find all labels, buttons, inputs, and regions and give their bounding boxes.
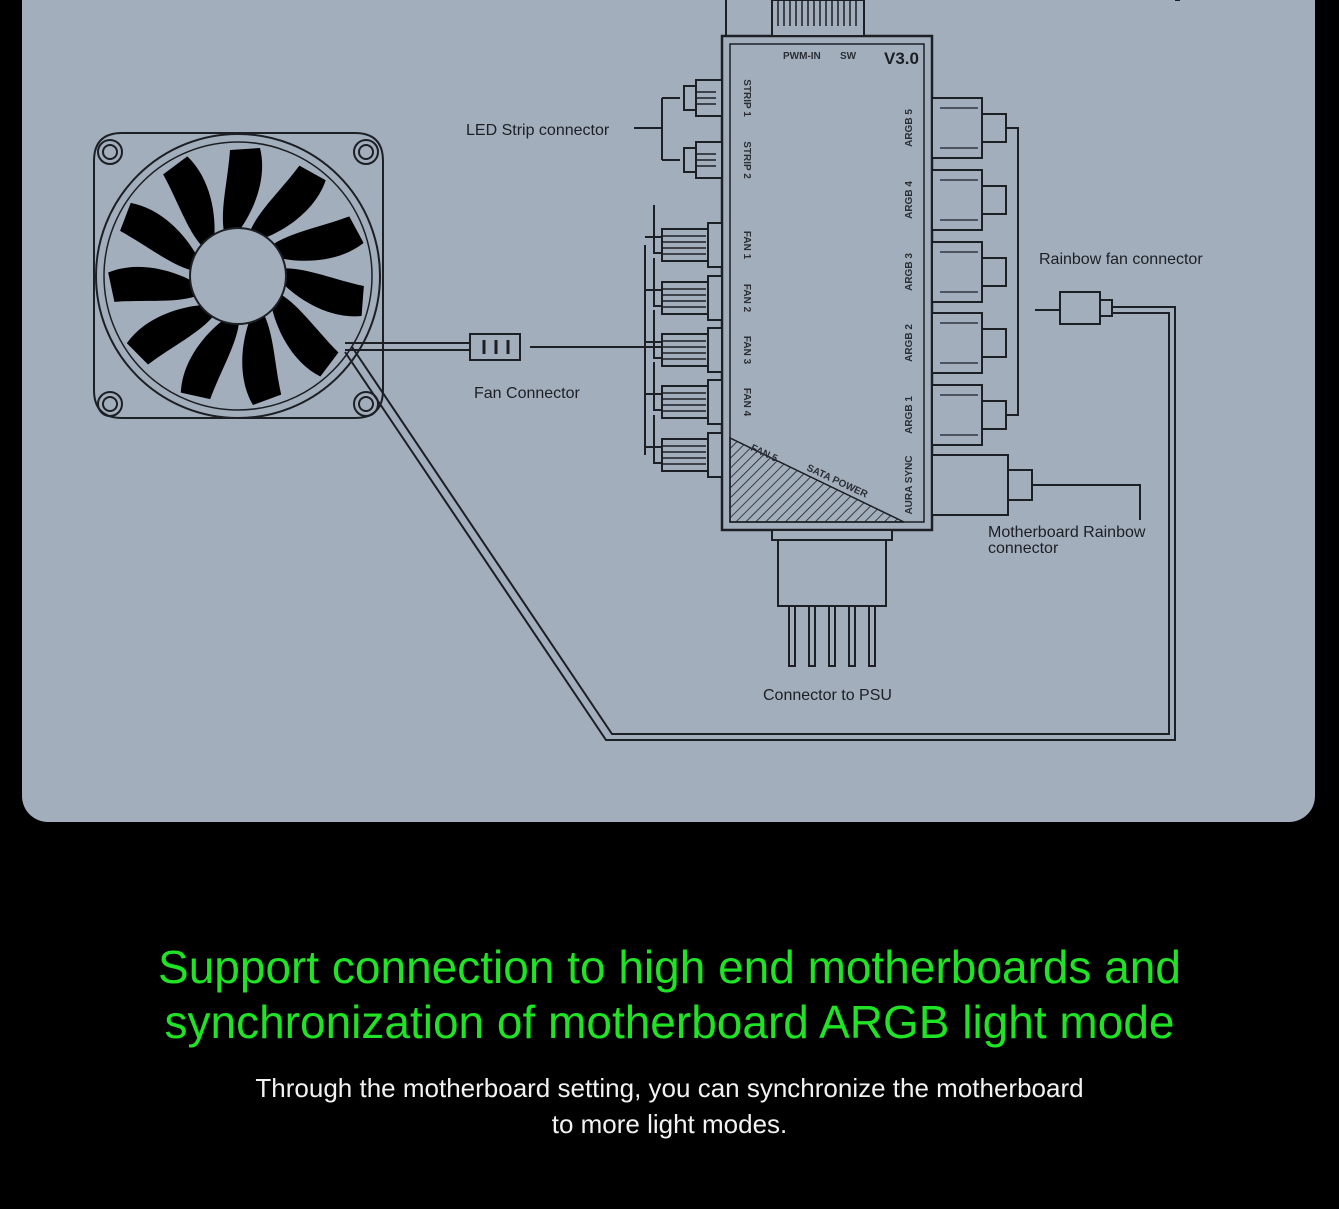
port-label-aura-sync: AURA SYNC bbox=[904, 455, 915, 514]
led-strip-label: LED Strip connector bbox=[466, 122, 610, 139]
pin-label-pwm-in: PWM-IN bbox=[783, 51, 821, 62]
psu-label: Connector to PSU bbox=[763, 687, 892, 704]
port-label-strip-1: STRIP 1 bbox=[741, 79, 752, 117]
fan-blade bbox=[242, 314, 282, 406]
port-label-fan-4: FAN 4 bbox=[741, 388, 752, 417]
fan-blade bbox=[271, 294, 339, 377]
port-label-fan-3: FAN 3 bbox=[741, 336, 752, 365]
port-label-argb-5: ARGB 5 bbox=[904, 109, 915, 147]
description: Through the motherboard setting, you can… bbox=[0, 1070, 1339, 1142]
port-label-argb-3: ARGB 3 bbox=[904, 253, 915, 291]
mb-rainbow-label-1: Motherboard Rainbow bbox=[988, 524, 1146, 541]
fan-blade bbox=[163, 156, 215, 247]
mb-rainbow-label-2: connector bbox=[988, 540, 1059, 557]
fan-blade bbox=[272, 216, 364, 261]
headline-line-2: synchronization of motherboard ARGB ligh… bbox=[164, 996, 1175, 1048]
description-line-1: Through the motherboard setting, you can… bbox=[255, 1073, 1084, 1103]
port-label-argb-4: ARGB 4 bbox=[904, 181, 915, 219]
description-line-2: to more light modes. bbox=[551, 1109, 788, 1139]
port-label-strip-2: STRIP 2 bbox=[741, 141, 752, 179]
fan-connector-label: Fan Connector bbox=[474, 385, 581, 402]
fan-blade bbox=[222, 148, 263, 232]
port-label-argb-2: ARGB 2 bbox=[904, 324, 915, 362]
port-label-argb-1: ARGB 1 bbox=[904, 396, 915, 434]
hub-version: V3.0 bbox=[884, 49, 919, 68]
fan-blade bbox=[281, 268, 364, 317]
rainbow-fan-label: Rainbow fan connector bbox=[1039, 251, 1203, 268]
fan-blade bbox=[180, 318, 240, 400]
pin-label-sw: SW bbox=[840, 51, 857, 62]
headline: Support connection to high end motherboa… bbox=[0, 940, 1339, 1050]
fan-blade bbox=[126, 304, 214, 365]
fan-blade bbox=[120, 202, 198, 271]
port-label-fan-2: FAN 2 bbox=[741, 284, 752, 313]
fan-illustration bbox=[93, 132, 384, 419]
diagram-panel: PWM-IN SW V3.0 STRIP 1 STRIP 2 FAN 1 FAN 2 F… bbox=[22, 0, 1315, 822]
headline-line-1: Support connection to high end motherboa… bbox=[158, 941, 1181, 993]
fan-blade bbox=[108, 266, 197, 302]
port-label-fan-1: FAN 1 bbox=[741, 231, 752, 260]
fan-blade bbox=[250, 165, 326, 239]
connection-diagram: PWM-IN SW V3.0 STRIP 1 STRIP 2 FAN 1 FAN 2 F… bbox=[93, 0, 1203, 741]
